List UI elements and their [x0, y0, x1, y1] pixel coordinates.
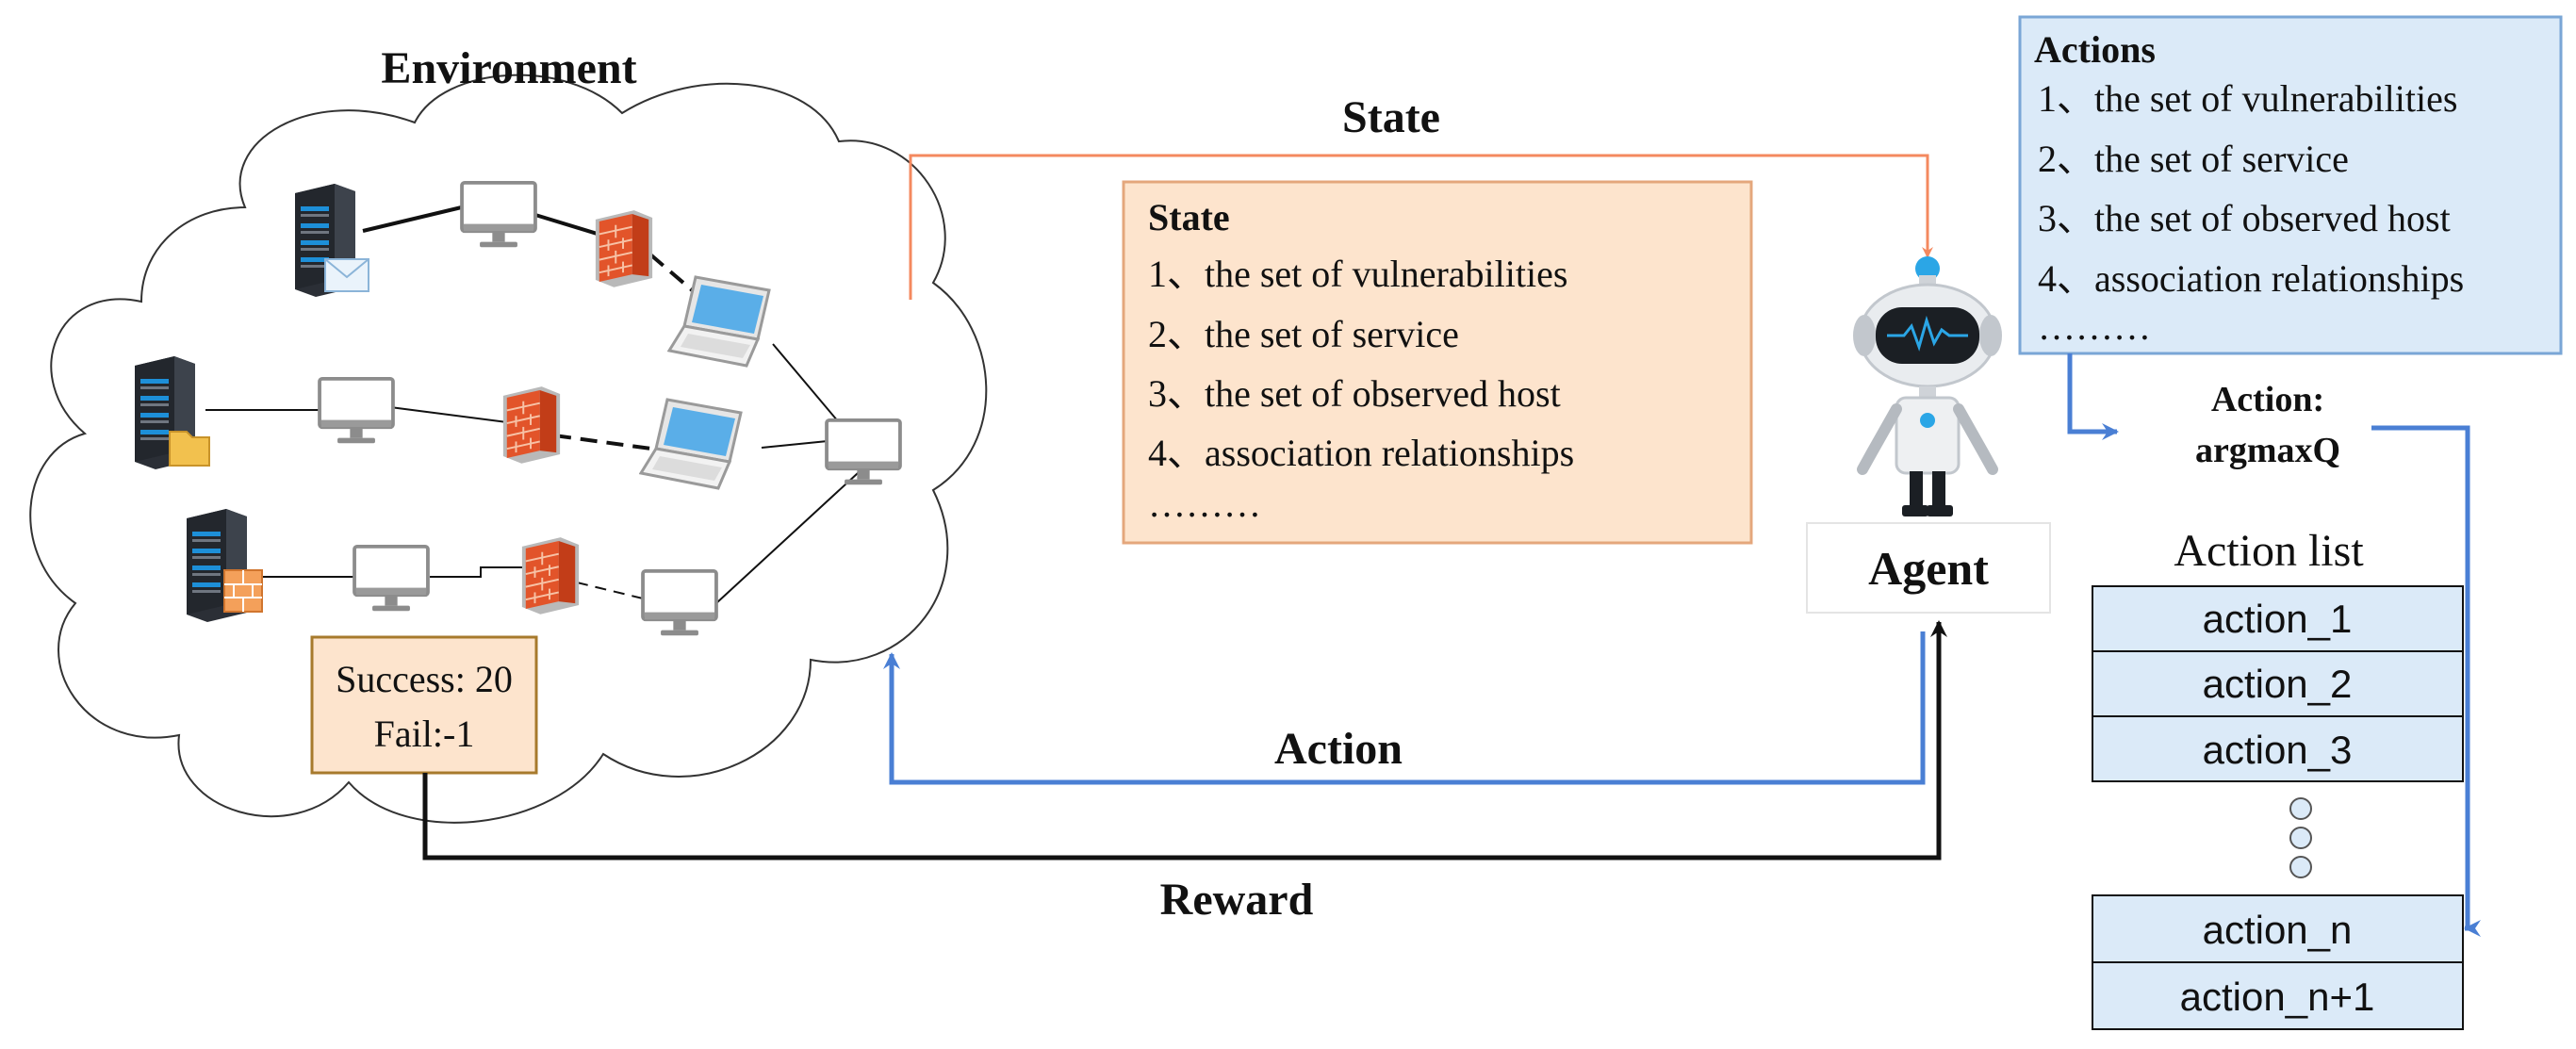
actions-box-title: Actions [2034, 28, 2156, 71]
reward-success-text: Success: 20 [336, 658, 513, 700]
folder-icon [169, 431, 210, 467]
action-arrow [883, 631, 1926, 785]
actions-box [2018, 15, 2563, 355]
state-box [1122, 180, 1753, 545]
firewall-icon [501, 385, 562, 465]
ellipsis-dots [2289, 797, 2312, 878]
action-select-line1: Action: [2211, 380, 2324, 419]
firewall-icon [594, 209, 654, 288]
action-list-item-label: action_n [2203, 908, 2353, 952]
action-list-item [2092, 961, 2464, 1030]
reward-box [310, 635, 538, 775]
state-item-3: 3、the set of observed host [1148, 372, 1561, 415]
network-links [205, 204, 859, 604]
agent-label: Agent [1868, 542, 1989, 595]
reward-fail-text: Fail:-1 [374, 713, 475, 755]
state-more: ……… [1148, 483, 1261, 525]
server-firewall [187, 509, 263, 622]
state-item-1: 1、the set of vulnerabilities [1148, 253, 1567, 295]
environment-title: Environment [381, 43, 636, 93]
action-list-item [2092, 585, 2464, 652]
state-item-4: 4、association relationships [1148, 432, 1574, 474]
actions-item-3: 3、the set of observed host [2038, 197, 2451, 239]
actions-to-select-arrow [2067, 353, 2119, 440]
action-list-item-label: action_n+1 [2180, 975, 2375, 1019]
state-arrow [909, 154, 1933, 300]
action-list-item-label: action_3 [2203, 728, 2353, 772]
action-list-item [2092, 894, 2464, 963]
state-box-title: State [1148, 196, 1230, 238]
firewall-icon [520, 536, 581, 615]
state-arrow-label: State [1342, 92, 1440, 142]
agent-label-box [1806, 522, 2051, 614]
action-list-item [2092, 650, 2464, 717]
reward-arrow [422, 620, 1947, 861]
mail-icon [324, 258, 369, 292]
action-arrow-label: Action [1274, 724, 1403, 774]
server-mail [295, 184, 369, 297]
wall-badge-icon [223, 569, 263, 613]
server-files [135, 356, 210, 469]
robot-icon [1853, 256, 2002, 516]
actions-item-4: 4、association relationships [2038, 257, 2464, 300]
actions-item-2: 2、the set of service [2038, 138, 2349, 180]
actions-item-1: 1、the set of vulnerabilities [2038, 77, 2457, 120]
action-select-line2: argmaxQ [2195, 431, 2340, 470]
action-list-item-label: action_2 [2203, 662, 2353, 706]
actions-more: ……… [2038, 305, 2151, 348]
action-list-item [2092, 715, 2464, 782]
state-item-2: 2、the set of service [1148, 313, 1459, 355]
reward-arrow-label: Reward [1160, 875, 1314, 925]
action-list-item-label: action_1 [2203, 597, 2353, 641]
action-list-title: Action list [2174, 526, 2364, 576]
